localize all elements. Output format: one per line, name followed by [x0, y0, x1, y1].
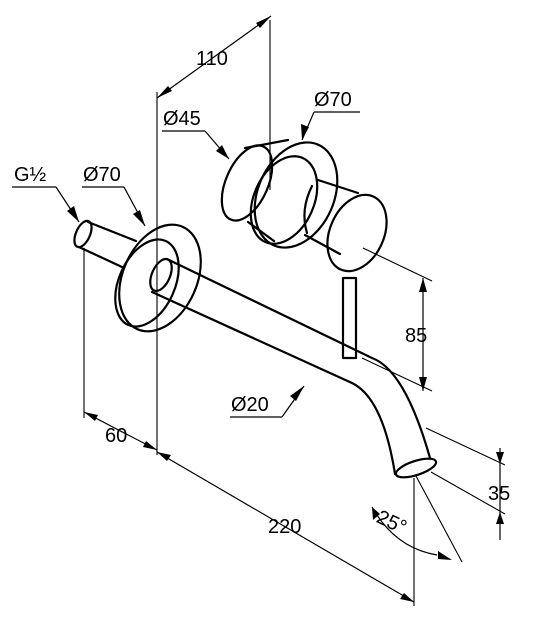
dimension-inlet-thread: G½ — [12, 164, 80, 223]
dimension-25-degrees: 25° — [371, 475, 463, 563]
handle-lever — [341, 276, 358, 360]
dimension-handle-body-diameter: Ø45 — [162, 108, 230, 160]
label-85: 85 — [405, 325, 427, 347]
label-spout-rosette-diameter: Ø70 — [83, 164, 121, 186]
label-handle-rosette-diameter: Ø70 — [314, 89, 352, 111]
spout-rosette — [114, 223, 202, 333]
label-35: 35 — [488, 483, 510, 505]
label-inlet-thread: G½ — [14, 164, 47, 186]
dimension-60: 60 — [83, 248, 158, 451]
dimension-35: 35 — [425, 427, 510, 540]
handle-body — [220, 138, 388, 273]
label-handle-body-diameter: Ø45 — [163, 108, 201, 130]
spout-pipe — [149, 257, 438, 479]
dimension-handle-rosette-diameter: Ø70 — [301, 89, 360, 141]
label-110: 110 — [196, 48, 228, 70]
dimension-85: 85 — [361, 247, 433, 392]
dimension-spout-rosette-diameter: Ø70 — [82, 164, 146, 227]
dimension-110: 110 — [156, 15, 272, 455]
label-25-degrees: 25° — [373, 506, 410, 539]
dimension-220: 220 — [156, 451, 415, 606]
label-spout-diameter: Ø20 — [231, 394, 269, 416]
handle-rosette — [249, 141, 339, 249]
label-220: 220 — [268, 516, 301, 538]
dimension-spout-diameter: Ø20 — [230, 385, 305, 418]
inlet-stub — [73, 219, 138, 269]
label-60: 60 — [105, 425, 127, 447]
